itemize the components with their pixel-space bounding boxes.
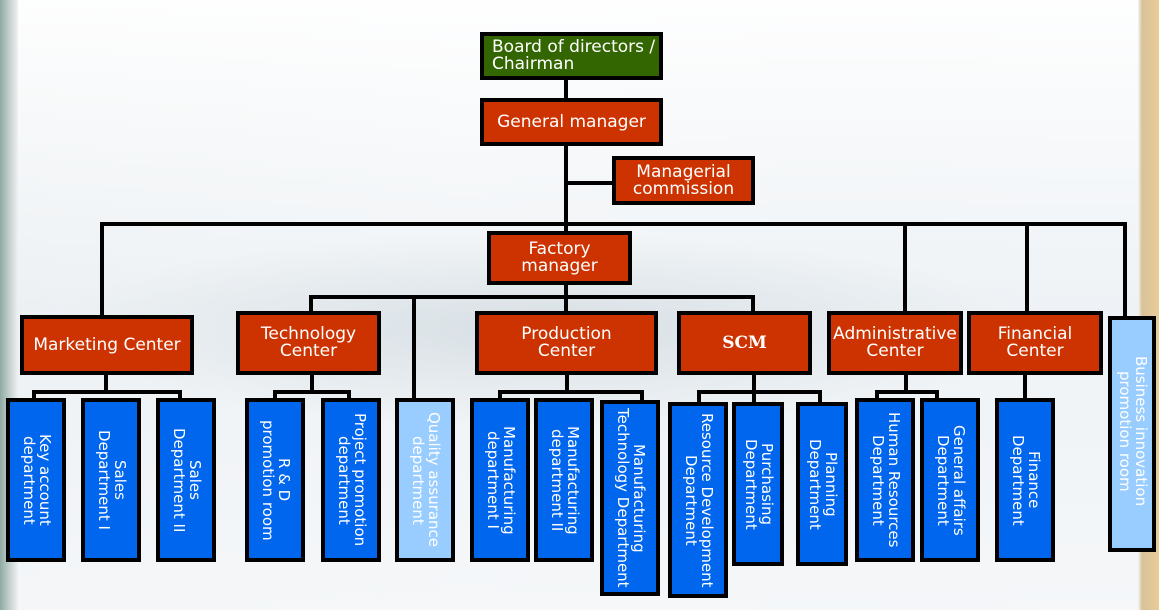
manufacturing-1-label: Manufacturing department I: [484, 425, 518, 535]
production-center-label: Production Center: [521, 324, 612, 361]
marketing-center-box: Marketing Center: [20, 315, 194, 375]
resource-dev-label: Resource Development Department: [682, 412, 716, 588]
sales-department-1-box: Sales Department I: [81, 398, 141, 562]
administrative-center-box: Administrative Center: [827, 311, 963, 375]
manufacturing-department-2-box: Manufacturing department II: [534, 398, 594, 562]
scm-label: SCM: [722, 332, 767, 353]
marketing-center-label: Marketing Center: [33, 334, 181, 355]
sales-department-2-box: Sales Department II: [156, 398, 216, 562]
project-promotion-label: Project promotion department: [335, 413, 369, 547]
general-affairs-label: General affairs Department: [934, 424, 968, 536]
sales-1-label: Sales Department I: [95, 430, 129, 530]
business-innovation-box: Business innovation promotion room: [1108, 316, 1156, 552]
rd-promotion-label: R & D promotion room: [259, 419, 293, 541]
managerial-commission-box: Managerial commission: [612, 156, 755, 205]
general-manager-label: General manager: [497, 111, 646, 132]
technology-center-box: Technology Center: [236, 311, 381, 375]
finance-department-box: Finance Department: [995, 398, 1055, 562]
administrative-center-label: Administrative Center: [833, 324, 957, 361]
manufacturing-tech-label: Manufacturing Technology Department: [614, 408, 648, 588]
managerial-commission-label: Managerial commission: [632, 161, 735, 199]
key-account-label: Key account department: [20, 434, 54, 526]
production-center-box: Production Center: [475, 311, 658, 375]
key-account-department-box: Key account department: [6, 398, 66, 562]
factory-manager-label: Factory manager: [521, 239, 598, 276]
planning-label: Planning Department: [806, 438, 840, 530]
general-affairs-department-box: General affairs Department: [920, 398, 980, 562]
project-promotion-department-box: Project promotion department: [321, 398, 381, 562]
finance-label: Finance Department: [1009, 434, 1043, 526]
board-label: Board of directors / Chairman: [492, 37, 656, 74]
factory-manager-box: Factory manager: [487, 231, 632, 285]
board-of-directors-box: Board of directors / Chairman: [480, 32, 663, 80]
purchasing-label: Purchasing Department: [742, 438, 776, 530]
general-manager-box: General manager: [480, 98, 663, 146]
planning-department-box: Planning Department: [796, 402, 848, 566]
financial-center-label: Financial Center: [997, 324, 1073, 361]
resource-development-department-box: Resource Development Department: [668, 402, 728, 598]
quality-assurance-label: Quality assurance department: [409, 412, 443, 548]
manufacturing-2-label: Manufacturing department II: [548, 425, 582, 535]
financial-center-box: Financial Center: [967, 311, 1103, 375]
human-resources-label: Human Resources Department: [869, 412, 903, 548]
business-innovation-label: Business innovation promotion room: [1116, 356, 1150, 507]
human-resources-department-box: Human Resources Department: [855, 398, 915, 562]
purchasing-department-box: Purchasing Department: [732, 402, 784, 566]
manufacturing-department-1-box: Manufacturing department I: [470, 398, 530, 562]
rd-promotion-room-box: R & D promotion room: [245, 398, 305, 562]
manufacturing-technology-department-box: Manufacturing Technology Department: [600, 400, 660, 596]
technology-center-label: Technology Center: [260, 324, 357, 361]
sales-2-label: Sales Department II: [170, 427, 204, 533]
quality-assurance-department-box: Quality assurance department: [395, 398, 455, 562]
scm-box: SCM: [677, 311, 812, 375]
